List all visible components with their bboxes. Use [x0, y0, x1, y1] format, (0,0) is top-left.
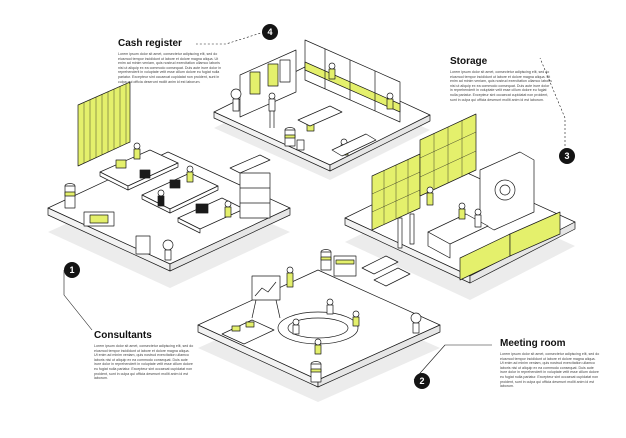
section-description: Lorem ipsum dolor sit amet, consectetur …: [118, 52, 222, 84]
section-title: Cash register: [118, 38, 182, 49]
section-number-badge-2: 2: [414, 373, 430, 389]
callout-lines: [63, 31, 566, 381]
section-label-meeting-room: Meeting room Lorem ipsum dolor sit amet,…: [500, 338, 600, 389]
section-description: Lorem ipsum dolor sit amet, consectetur …: [450, 70, 552, 102]
section-number-badge-3: 3: [559, 148, 575, 164]
section-number-badge-4: 4: [262, 24, 278, 40]
section-title: Consultants: [94, 330, 152, 341]
consultants-room: [47, 81, 291, 272]
section-label-storage: Storage Lorem ipsum dolor sit amet, cons…: [450, 56, 552, 102]
section-title: Storage: [450, 56, 488, 67]
meeting-room: [197, 249, 441, 388]
consultant-people: [133, 142, 232, 218]
section-description: Lorem ipsum dolor sit amet, consectetur …: [500, 352, 600, 389]
section-number-badge-1: 1: [64, 262, 80, 278]
shelves: [64, 154, 271, 261]
meeting-people: [286, 266, 360, 355]
window-curtain: [77, 81, 131, 167]
section-description: Lorem ipsum dolor sit amet, consectetur …: [94, 344, 194, 381]
cash-register-room: [213, 39, 431, 172]
section-label-consultants: Consultants Lorem ipsum dolor sit amet, …: [94, 330, 194, 381]
section-label-cash-register: Cash register Lorem ipsum dolor sit amet…: [118, 38, 222, 84]
section-title: Meeting room: [500, 338, 566, 349]
storage-room: [344, 113, 576, 284]
